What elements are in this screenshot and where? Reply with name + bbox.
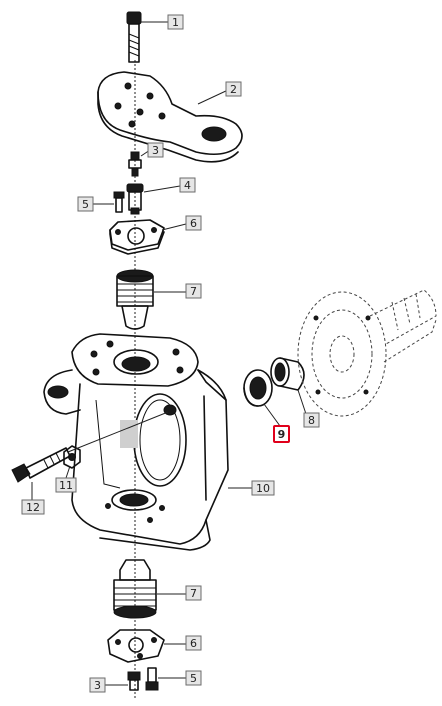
callout-11-label: 11: [59, 479, 73, 492]
part-6-lock-plate-top: [109, 219, 165, 255]
part-3-grease-nipple-bottom: [127, 671, 141, 691]
callout-3-bottom-label: 3: [94, 679, 101, 692]
callout-8-label: 8: [308, 414, 315, 427]
part-8-bush: [270, 357, 305, 391]
part-3-grease-nipple-top: [128, 151, 142, 177]
callout-3-bottom[interactable]: 3: [89, 677, 106, 693]
callout-4-label: 4: [184, 179, 191, 192]
part-5-screw-bottom: [145, 667, 159, 691]
callout-7-bottom-label: 7: [190, 587, 197, 600]
callout-7-top-label: 7: [190, 285, 197, 298]
callout-11[interactable]: 11: [55, 477, 77, 493]
callout-2[interactable]: 2: [225, 81, 242, 97]
callout-5-bottom-label: 5: [190, 672, 197, 685]
part-9-seal: [243, 369, 273, 407]
callout-6-bottom-label: 6: [190, 637, 197, 650]
callout-6-top-label: 6: [190, 217, 197, 230]
callout-7-bottom[interactable]: 7: [185, 585, 202, 601]
callout-6-top[interactable]: 6: [185, 215, 202, 231]
callout-5-top-label: 5: [82, 198, 89, 211]
part-7-bearing-bottom: [113, 559, 157, 619]
callout-3-top-label: 3: [152, 144, 159, 157]
part-4-pin: [126, 183, 144, 215]
part-12-bolt: [11, 447, 71, 483]
phantom-hub-axle: [297, 289, 437, 417]
part-2-steering-arm: [97, 71, 243, 163]
callout-10-label: 10: [256, 482, 270, 495]
callout-8[interactable]: 8: [303, 412, 320, 428]
part-6-lock-plate-bottom: [107, 629, 165, 663]
callout-7-top[interactable]: 7: [185, 283, 202, 299]
part-10-knuckle-housing: [43, 333, 229, 551]
part-7-bearing-top: [116, 269, 154, 330]
callout-12-label: 12: [26, 501, 40, 514]
callout-9-label: 9: [278, 428, 286, 441]
callout-1[interactable]: 1: [167, 14, 184, 30]
callout-1-label: 1: [172, 16, 179, 29]
callout-6-bottom[interactable]: 6: [185, 635, 202, 651]
part-5-screw-top: [113, 191, 125, 213]
callout-5-bottom[interactable]: 5: [185, 670, 202, 686]
leader-lines: [31, 21, 307, 686]
callout-3-top[interactable]: 3: [147, 142, 164, 158]
callout-9-highlighted[interactable]: 9: [273, 425, 290, 443]
callout-12[interactable]: 12: [21, 499, 45, 515]
part-1-bolt: [126, 11, 142, 63]
callout-2-label: 2: [230, 83, 237, 96]
callout-10[interactable]: 10: [251, 480, 275, 496]
callout-4[interactable]: 4: [179, 177, 196, 193]
callout-5-top[interactable]: 5: [77, 196, 94, 212]
